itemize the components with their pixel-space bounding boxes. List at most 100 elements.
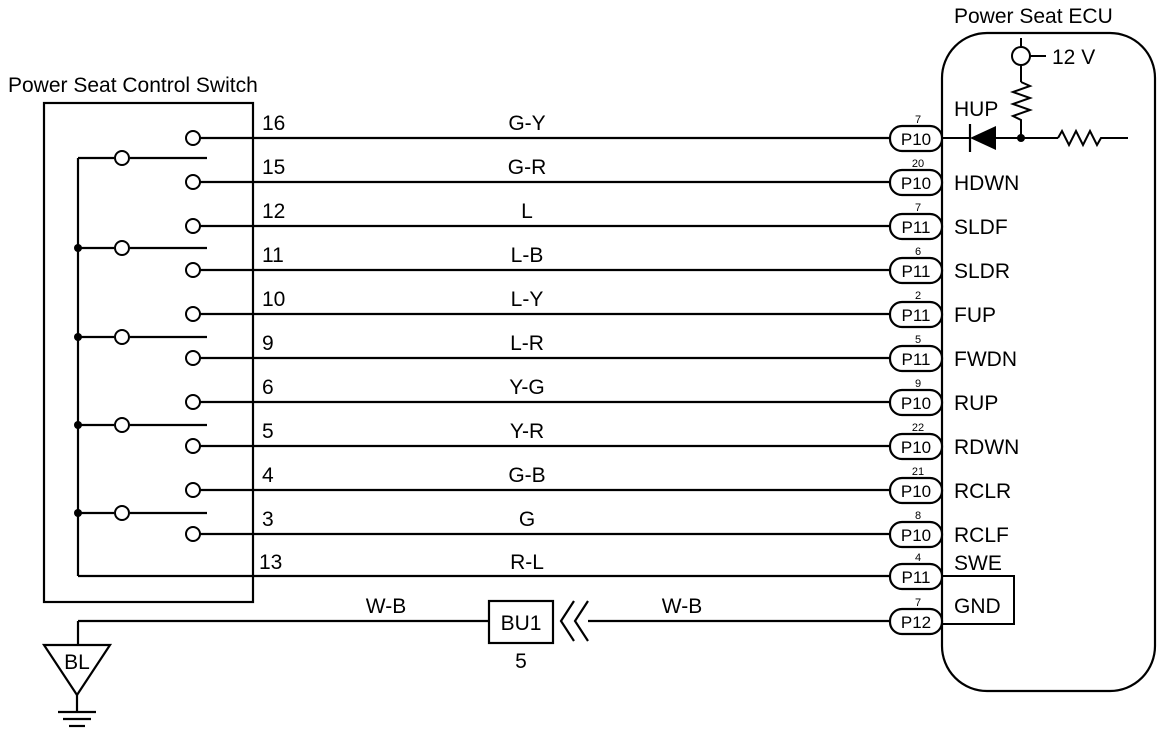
switch-contacts <box>74 150 207 521</box>
switch-box <box>42 101 255 604</box>
wire-row: 16 G-Y P10 7 HUP <box>185 98 998 153</box>
ground-point-label: BL <box>64 651 90 674</box>
ecu-signal-label: HUP <box>954 98 998 121</box>
ground-path <box>41 599 890 728</box>
wire-color-label: L-B <box>511 244 544 267</box>
wire-color-label: G <box>519 508 535 531</box>
ecu-signal-label: RCLF <box>954 524 1009 547</box>
ecu-signal-label: FWDN <box>954 348 1017 371</box>
wire-color-label: Y-R <box>510 420 544 443</box>
connector-body <box>888 256 944 285</box>
switch-terminal <box>185 218 201 234</box>
switch-terminal <box>185 526 201 542</box>
switch-terminal <box>185 130 201 146</box>
supply-voltage-label: 12 V <box>1052 46 1095 69</box>
ecu-signal-label: RUP <box>954 392 998 415</box>
ground-wire-color-right: W-B <box>662 595 702 618</box>
junction-label: BU1 <box>501 612 542 635</box>
wire-color-label: G-R <box>508 156 547 179</box>
ecu-signal-label: FUP <box>954 304 996 327</box>
switch-terminal <box>185 438 201 454</box>
connector-pin-number: 22 <box>912 422 924 434</box>
connector-label: P11 <box>902 306 931 325</box>
wire-color-label: G-B <box>508 464 545 487</box>
ecu-signal-label: HDWN <box>954 172 1019 195</box>
connector-pin-number: 5 <box>915 334 921 346</box>
connector-label: P10 <box>901 394 931 413</box>
switch-terminal <box>185 482 201 498</box>
switch-pin-label: 13 <box>259 551 282 574</box>
switch-pin-label: 16 <box>262 112 285 135</box>
ground-wire-color-left: W-B <box>366 595 406 618</box>
switch-terminal <box>185 174 201 190</box>
connector-pin-number: 7 <box>915 202 921 214</box>
connector-label: P11 <box>902 568 931 587</box>
connector-label: P10 <box>901 130 931 149</box>
connector-pin-number: 21 <box>912 466 924 478</box>
switch-pin-label: 6 <box>262 376 274 399</box>
connector-body <box>888 520 944 549</box>
connector-body <box>888 212 944 241</box>
svg-text:7: 7 <box>915 597 921 609</box>
ecu-signal-label: SWE <box>954 552 1002 575</box>
connector-body <box>888 300 944 329</box>
connector-label: P10 <box>901 526 931 545</box>
connector-pin-number: 6 <box>915 246 921 258</box>
wire-color-label: G-Y <box>508 112 545 135</box>
connector-pin-number: 7 <box>915 114 921 126</box>
switch-pin-label: 9 <box>262 332 274 355</box>
switch-pin-label: 3 <box>262 508 274 531</box>
connector-label: P11 <box>902 350 931 369</box>
switch-terminal <box>185 262 201 278</box>
ecu-signal-label: SLDF <box>954 216 1008 239</box>
junction-pin-label: 5 <box>515 650 527 673</box>
connector-label: P10 <box>901 174 931 193</box>
ecu-title: Power Seat ECU <box>954 5 1113 28</box>
connector-pin-number: 4 <box>915 552 921 564</box>
hup-circuit <box>942 38 1128 152</box>
wire-color-label: Y-G <box>509 376 544 399</box>
switch-pin-label: 4 <box>262 464 274 487</box>
wire-color-label: L <box>521 200 533 223</box>
connector-label: P11 <box>902 218 931 237</box>
connector-body <box>888 388 944 417</box>
switch-terminal <box>185 306 201 322</box>
wire-color-label: L-Y <box>511 288 544 311</box>
switch-title: Power Seat Control Switch <box>8 74 258 97</box>
switch-pin-label: 10 <box>262 288 285 311</box>
connector-body <box>888 344 944 373</box>
wire-color-label: R-L <box>510 551 544 574</box>
wire-color-label: L-R <box>510 332 544 355</box>
swe-gnd-box <box>941 575 1015 625</box>
svg-text:P12: P12 <box>901 613 931 632</box>
ecu-signal-label: RDWN <box>954 436 1019 459</box>
connector-pin-number: 2 <box>915 290 921 302</box>
connector-body <box>888 476 944 505</box>
connector-body <box>888 432 944 461</box>
connector-pin-number: 9 <box>915 378 921 390</box>
ecu-signal-label: RCLR <box>954 480 1011 503</box>
connector-pin-number: 8 <box>915 510 921 522</box>
switch-pin-label: 12 <box>262 200 285 223</box>
switch-terminal <box>185 394 201 410</box>
wire-row: P11 4 SWE <box>888 552 1002 591</box>
gnd-signal-label: GND <box>954 595 1001 618</box>
switch-terminal <box>185 350 201 366</box>
switch-pin-label: 5 <box>262 420 274 443</box>
gnd-connector: P12 7 <box>888 597 944 636</box>
connector-pin-number: 20 <box>912 158 924 170</box>
connector-label: P11 <box>902 262 931 281</box>
switch-pin-label: 11 <box>262 244 284 267</box>
switch-pin-label: 15 <box>262 156 285 179</box>
connector-label: P10 <box>901 482 931 501</box>
